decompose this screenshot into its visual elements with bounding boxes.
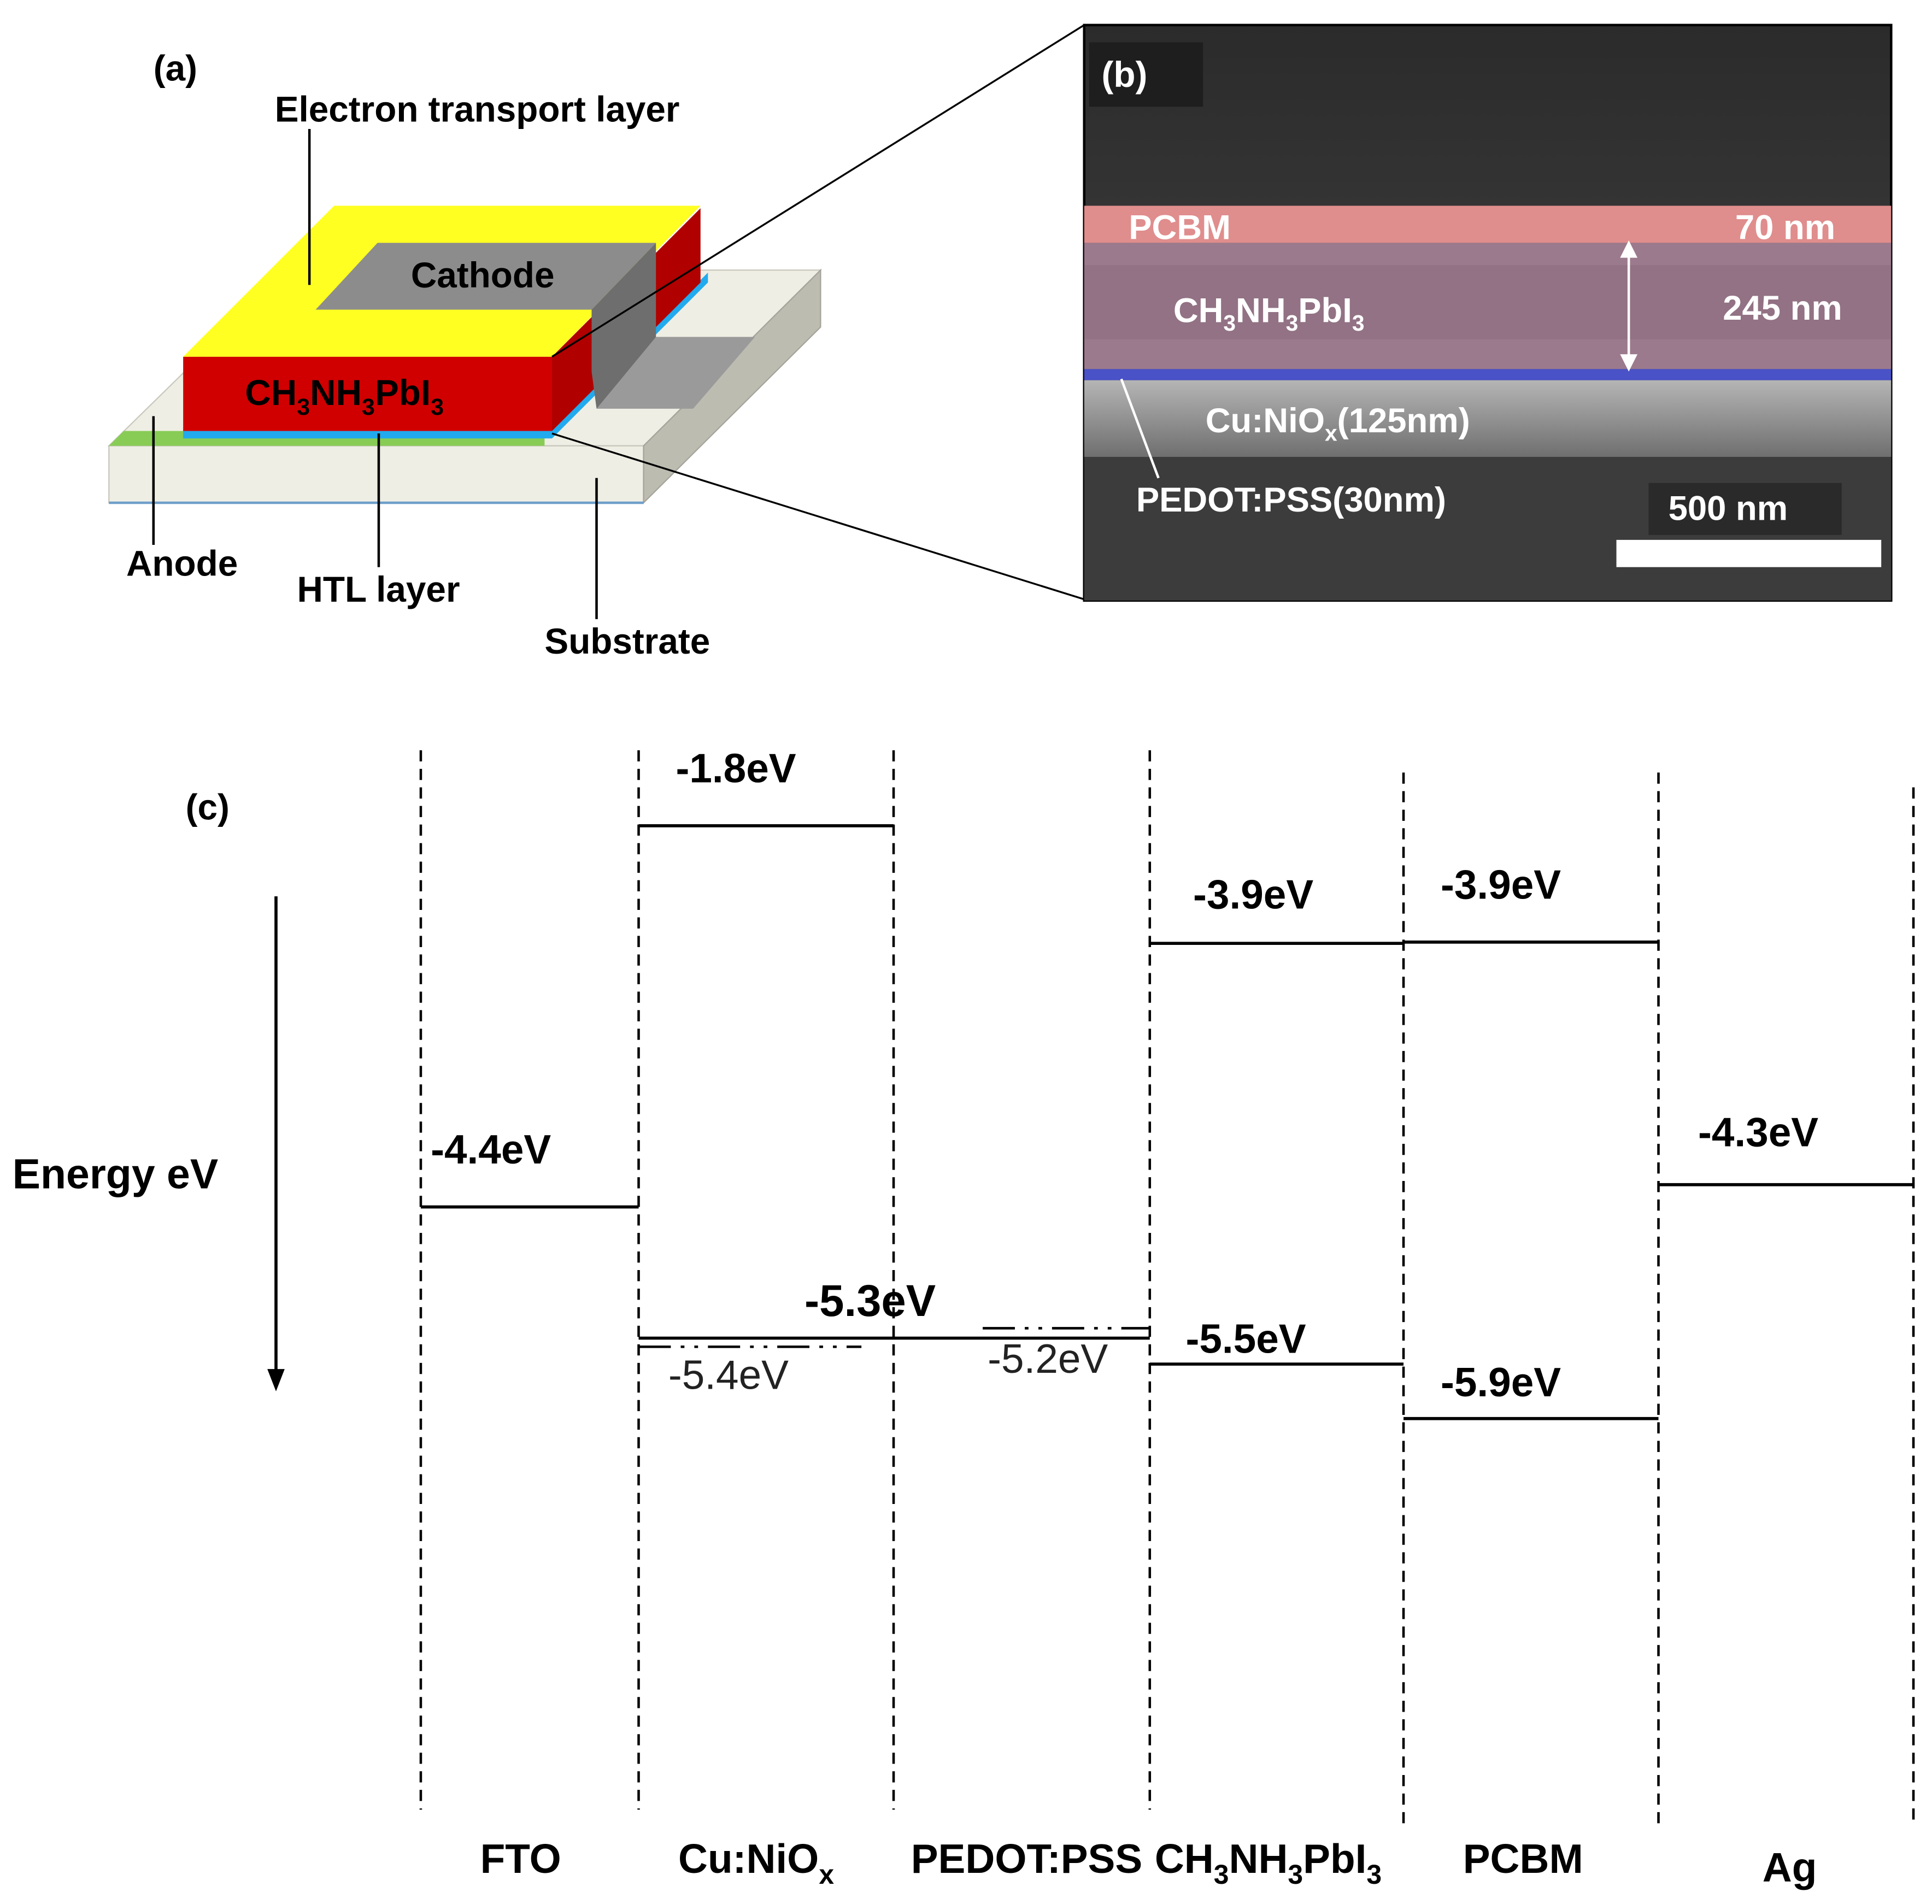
panel-a: (a) Cathode CH3NH3PbI3 Electron transpor… [107,24,1085,661]
energy-levels [420,824,1914,1420]
htl-label: HTL layer [297,569,460,609]
pcbm-band [1084,205,1892,243]
perovskite-band-texture [1084,265,1892,340]
cunio-label-b: Cu:NiOx(125nm) [1206,402,1470,446]
perovskite-thickness: 245 nm [1723,289,1842,327]
level-label-cunio-cb: -1.8eV [676,745,796,791]
material-label-fto: FTO [480,1836,561,1882]
material-label-cunio: Cu:NiOx [678,1836,834,1890]
pedot-pointer [1120,378,1160,479]
anode-label: Anode [126,544,238,584]
sem-label-box [1089,42,1203,107]
material-label-perovskite: CH3NH3PbI3 [1155,1836,1382,1890]
level-label-fto: -4.4eV [431,1126,551,1172]
thickness-arrow-head-bottom [1620,354,1638,372]
energy-axis-label: Energy eV [13,1151,219,1198]
column-boundaries [419,750,1915,1825]
scale-bar-label-box [1648,483,1842,535]
cathode-contact [596,337,755,409]
level-label-pedot: -5.2eV [988,1336,1108,1382]
energy-axis-arrow-head [267,1369,285,1391]
level-label-perovskite-vb: -5.5eV [1185,1316,1306,1362]
panel-c-label: (c) [186,788,230,827]
cathode-side [591,243,656,409]
pedot-label-b: PEDOT:PSS(30nm) [1136,481,1446,519]
panel-a-label: (a) [154,49,197,89]
material-label-pedot: PEDOT:PSS [911,1836,1143,1882]
panel-b: (b) PCBM 70 nm CH3NH3PbI3 245 nm Cu:NiOx… [1083,23,1893,602]
level-label-cunio-mid: -5.3eV [804,1276,936,1326]
level-label-pcbm-homo: -5.9eV [1441,1359,1561,1405]
material-label-ag: Ag [1763,1844,1817,1890]
panel-c: (c) Energy eV -4.4e [13,745,1915,1890]
level-label-cunio-vb: -5.4eV [668,1351,789,1397]
perovskite-front [183,356,552,431]
panel-b-label: (b) [1101,55,1147,95]
thickness-arrow-head-top [1620,240,1638,258]
zoom-line-top [551,24,1085,358]
perovskite-label-a: CH3NH3PbI3 [245,373,444,420]
scale-bar [1616,539,1882,567]
zoom-line-bottom [551,432,1085,601]
pcbm-thickness: 70 nm [1735,209,1835,247]
substrate-side [643,268,821,504]
substrate-label: Substrate [544,621,710,661]
pcbm-label-b: PCBM [1129,209,1231,247]
pedot-band [1084,369,1892,380]
substrate-front [108,445,644,504]
level-label-pcbm-lumo: -3.9eV [1441,862,1561,908]
level-label-perovskite-cb: -3.9eV [1193,872,1313,918]
material-label-pcbm: PCBM [1463,1836,1583,1882]
cathode-top [315,243,656,310]
level-label-ag: -4.3eV [1698,1109,1818,1155]
scale-bar-label: 500 nm [1669,490,1788,528]
cathode-label: Cathode [411,255,555,295]
perovskite-label-b: CH3NH3PbI3 [1173,291,1365,336]
cunio-band [1084,380,1892,457]
etl-label: Electron transport layer [275,89,680,129]
